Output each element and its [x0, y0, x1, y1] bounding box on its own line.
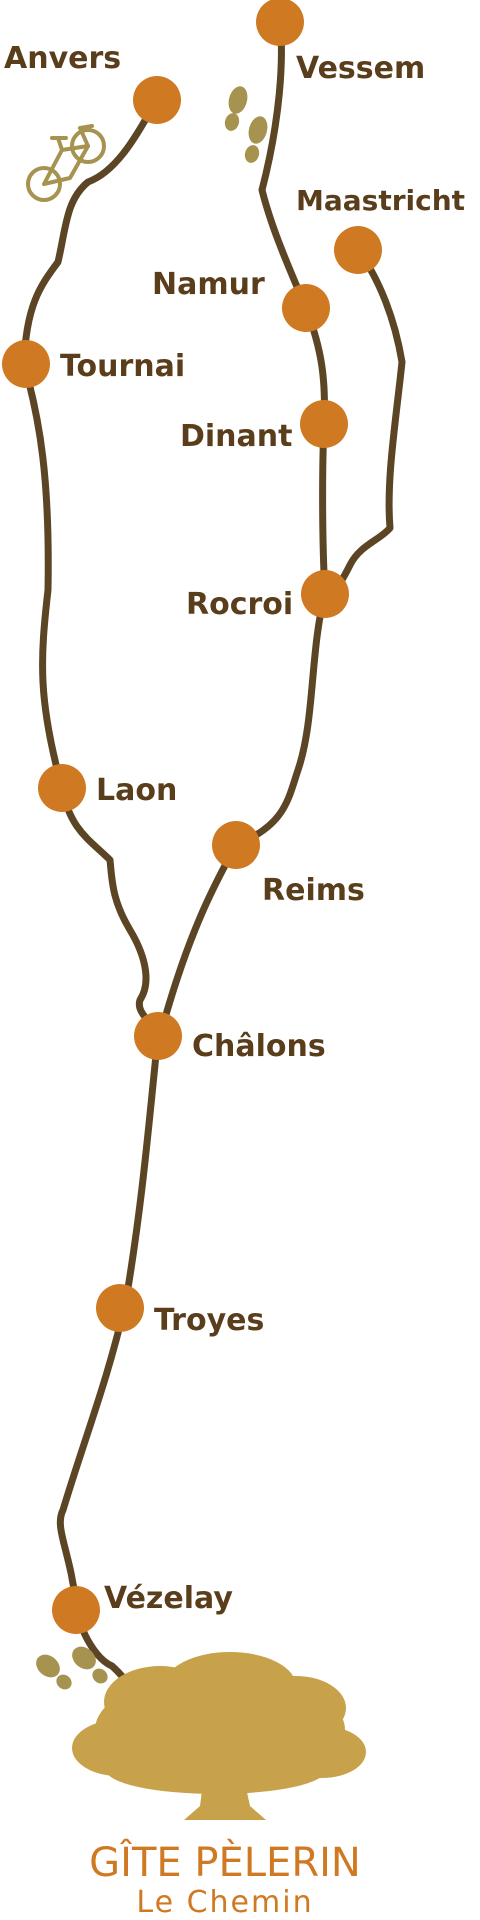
marker-dinant[interactable]: [300, 400, 348, 448]
label-dinant: Dinant: [180, 419, 293, 454]
label-troyes: Troyes: [154, 1303, 264, 1338]
marker-namur[interactable]: [282, 284, 330, 332]
label-vezelay: Vézelay: [104, 1581, 233, 1616]
tree-icon: [72, 1652, 366, 1820]
label-rocroi: Rocroi: [186, 587, 293, 622]
route-rocroi-reims-chalons: [156, 590, 329, 1040]
label-chalons: Châlons: [192, 1029, 326, 1064]
marker-maastricht[interactable]: [334, 226, 382, 274]
route-anvers-chalons: [20, 96, 162, 1040]
marker-tournai[interactable]: [2, 340, 50, 388]
marker-chalons[interactable]: [134, 1012, 182, 1060]
label-laon: Laon: [96, 773, 177, 808]
brand: GÎTE PÈLERIN Le Chemin: [89, 1838, 361, 1920]
marker-reims[interactable]: [212, 821, 260, 869]
label-maastricht: Maastricht: [296, 184, 465, 217]
label-vessem: Vessem: [296, 51, 425, 86]
marker-vezelay[interactable]: [52, 1586, 100, 1634]
footprints-icon: [36, 1646, 108, 1690]
marker-vessem[interactable]: [256, 0, 304, 46]
bicycle-icon: [26, 124, 106, 202]
city-labels: Anvers Vessem Maastricht Namur Tournai D…: [4, 41, 465, 1616]
brand-subtitle: Le Chemin: [136, 1885, 313, 1920]
label-tournai: Tournai: [60, 349, 185, 384]
route-chalons-tree: [56, 1032, 162, 1694]
label-reims: Reims: [262, 873, 365, 908]
footprints-icon: [224, 86, 268, 163]
route-lines: [20, 18, 406, 1694]
marker-troyes[interactable]: [96, 1284, 144, 1332]
label-namur: Namur: [152, 267, 265, 302]
marker-rocroi[interactable]: [301, 570, 349, 618]
label-anvers: Anvers: [4, 41, 121, 76]
route-maastricht-rocroi: [321, 246, 406, 599]
brand-title: GÎTE PÈLERIN: [89, 1838, 361, 1886]
marker-laon[interactable]: [38, 764, 86, 812]
marker-anvers[interactable]: [133, 76, 181, 124]
city-markers: [2, 0, 382, 1634]
